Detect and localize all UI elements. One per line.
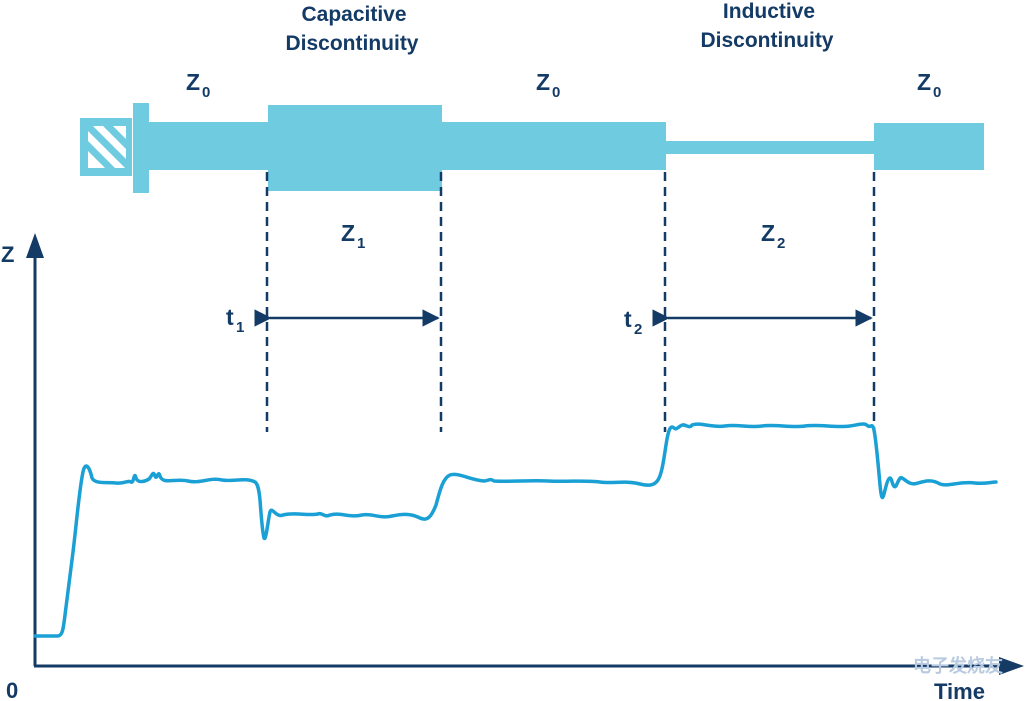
svg-text:0: 0 <box>552 84 560 101</box>
svg-text:Z: Z <box>536 69 550 95</box>
svg-text:Z: Z <box>186 69 200 95</box>
svg-text:Z: Z <box>761 220 775 246</box>
z0-label-3: Z 0 <box>917 69 941 101</box>
t2-label: t 2 <box>624 306 642 338</box>
svg-text:1: 1 <box>357 235 365 252</box>
inductive-title-line1: Inductive <box>723 0 815 23</box>
svg-text:1: 1 <box>236 319 244 336</box>
svg-text:2: 2 <box>634 321 642 338</box>
line-section-z0-3 <box>874 123 984 170</box>
tdr-trace <box>33 422 998 638</box>
origin-label: 0 <box>6 678 18 701</box>
connector-icon <box>80 103 149 193</box>
z0-label-1: Z 0 <box>186 69 210 101</box>
svg-text:2: 2 <box>777 235 785 252</box>
boundary-lines <box>265 172 876 432</box>
transmission-line <box>80 103 984 193</box>
svg-text:0: 0 <box>933 84 941 101</box>
capacitive-title-line1: Capacitive <box>301 3 406 26</box>
y-axis-arrowhead <box>26 233 44 258</box>
capacitive-title-line2: Discontinuity <box>285 32 418 55</box>
z0-label-2: Z 0 <box>536 69 560 101</box>
line-section-z1 <box>268 105 442 191</box>
t1-label: t 1 <box>226 304 244 336</box>
y-axis-label: Z <box>1 242 14 267</box>
x-axis-label: Time <box>934 679 985 701</box>
z2-label: Z 2 <box>761 220 785 252</box>
svg-text:t: t <box>624 306 632 332</box>
watermark-text: 电子发烧友 <box>913 655 1003 676</box>
x-axis-arrowhead <box>999 657 1024 675</box>
axes <box>26 233 1024 675</box>
z1-label: Z 1 <box>341 220 365 252</box>
svg-text:t: t <box>226 304 234 330</box>
line-section-z0-2 <box>441 122 666 170</box>
svg-text:Z: Z <box>341 220 355 246</box>
svg-text:Z: Z <box>917 69 931 95</box>
line-section-z0-1 <box>149 122 269 170</box>
inductive-title-line2: Discontinuity <box>700 29 833 52</box>
svg-text:0: 0 <box>202 84 210 101</box>
line-section-z2 <box>665 141 875 154</box>
